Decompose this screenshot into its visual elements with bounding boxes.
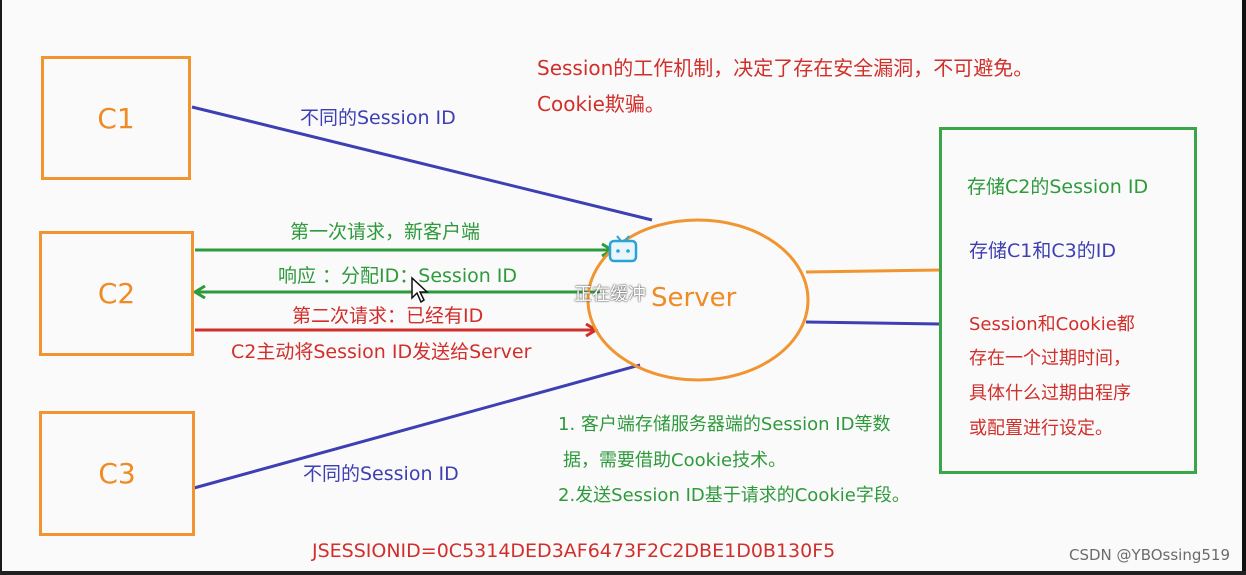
- client-c1-box: C1: [41, 56, 191, 180]
- frame-right-edge: [1242, 0, 1246, 575]
- server-label: Server: [651, 283, 737, 313]
- expiry-note-line1: Session和Cookie都: [969, 314, 1135, 335]
- server-store-blue-line: [805, 320, 941, 326]
- cookie-note-line2: 据，需要借助Cookie技术。: [563, 450, 787, 471]
- client-c1-label: C1: [97, 101, 135, 135]
- expiry-note-line4: 或配置进行设定。: [969, 418, 1113, 439]
- cookie-note-line1: 1. 客户端存储服务器端的Session ID等数: [558, 414, 891, 435]
- expiry-note-line3: 具体什么过期由程序: [969, 383, 1131, 404]
- server-ellipse: [586, 218, 810, 382]
- mouse-cursor-icon: [410, 276, 430, 304]
- store-c1c3-line: 存储C1和C3的ID: [969, 240, 1116, 262]
- tv-icon: [608, 234, 638, 264]
- c2-send-label: C2主动将Session ID发送给Server: [231, 341, 532, 363]
- csdn-watermark: CSDN @YBOssing519: [1069, 546, 1230, 564]
- store-c2-line: 存储C2的Session ID: [967, 176, 1149, 198]
- client-c3-box: C3: [39, 411, 195, 536]
- buffering-overlay: 正在缓冲: [574, 284, 646, 305]
- cookie-note-line3: 2.发送Session ID基于请求的Cookie字段。: [558, 485, 910, 506]
- client-c2-label: C2: [97, 277, 136, 310]
- server-storage-box: [939, 127, 1197, 474]
- first-request-label: 第一次请求，新客户端: [290, 221, 481, 243]
- c1-server-line: [191, 105, 653, 222]
- c3-edge-label: 不同的Session ID: [303, 463, 459, 485]
- frame-bottom-edge: [0, 571, 1246, 575]
- jsessionid-text: JSESSIONID=0C5314DED3AF6473F2C2DBE1D0B13…: [312, 540, 836, 562]
- client-c2-box: C2: [39, 231, 194, 356]
- c1-edge-label: 不同的Session ID: [300, 107, 456, 129]
- server-store-orange-line: [805, 268, 941, 274]
- security-note-line1: Session的工作机制，决定了存在安全漏洞，不可避免。: [537, 56, 1034, 80]
- frame-left-edge: [0, 0, 2, 575]
- expiry-note-line2: 存在一个过期时间，: [969, 348, 1131, 369]
- client-c3-label: C3: [98, 457, 136, 490]
- security-note-line2: Cookie欺骗。: [537, 92, 665, 116]
- second-request-label: 第二次请求：已经有ID: [292, 305, 484, 327]
- response-label: 响应 ：分配ID：Session ID: [278, 265, 518, 287]
- c3-server-line: [193, 363, 641, 490]
